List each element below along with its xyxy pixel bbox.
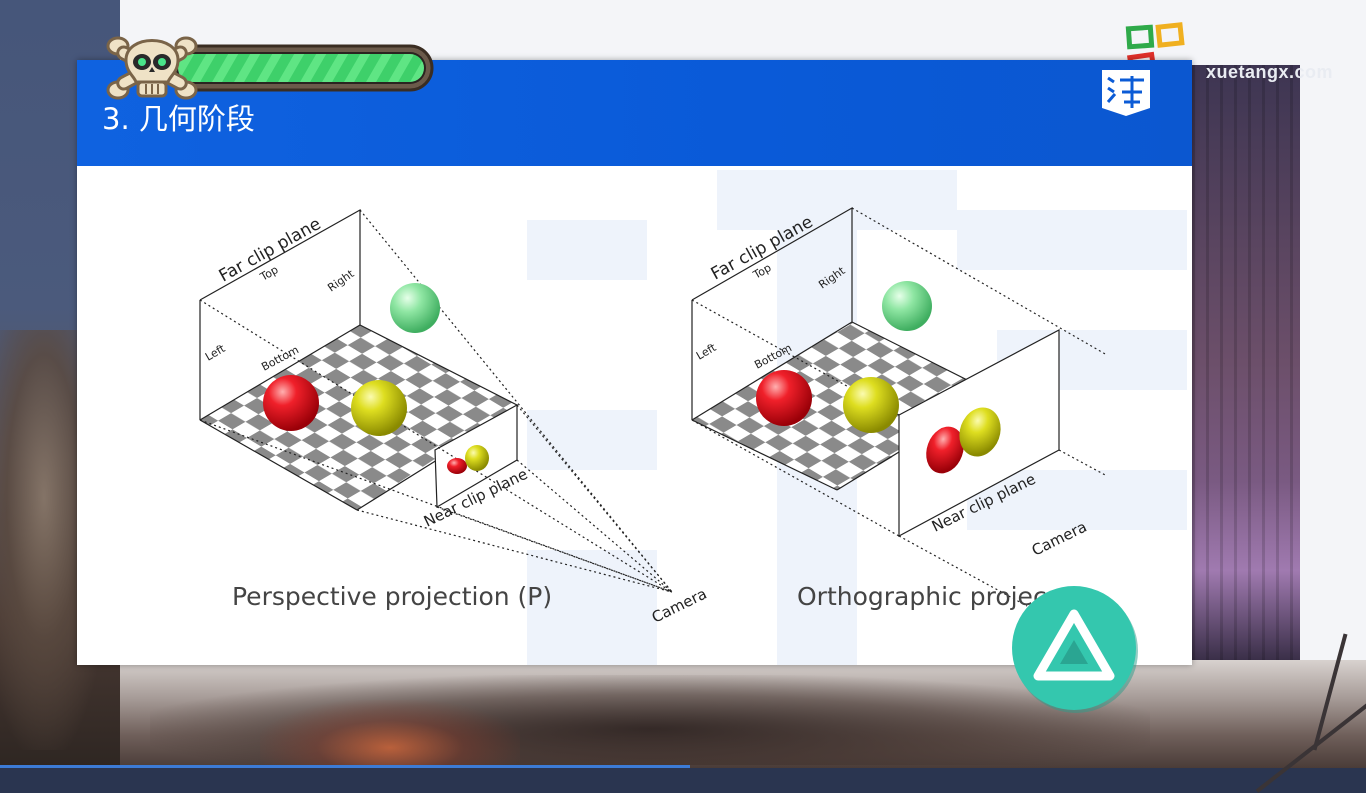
health-bar-fill xyxy=(178,54,424,82)
camera-label: Camera xyxy=(649,585,710,627)
perspective-projection-diagram: Far clip plane Top Right Left Bottom Nea… xyxy=(199,206,1108,627)
green-sphere xyxy=(390,283,440,333)
projected-red-sphere xyxy=(447,458,467,474)
lecture-slide: 3. 几何阶段 xyxy=(77,60,1192,665)
video-progress-line xyxy=(0,765,690,768)
skull-crossbones-icon xyxy=(104,26,200,108)
projected-red-sphere xyxy=(926,426,964,474)
health-bar xyxy=(168,44,434,92)
background-ember-glow xyxy=(260,700,520,768)
red-sphere xyxy=(756,370,812,426)
orthographic-caption: Orthographic projec xyxy=(797,582,1047,611)
right-label: Right xyxy=(816,264,848,292)
xuetangx-site-text: xuetangx.com xyxy=(1206,62,1334,82)
left-label: Left xyxy=(694,341,719,363)
left-label: Left xyxy=(203,342,228,364)
background-right-art xyxy=(1192,65,1300,660)
yellow-sphere xyxy=(843,377,899,433)
camera-label: Camera xyxy=(1029,518,1090,560)
projected-yellow-sphere xyxy=(959,407,1001,457)
triangle-action-button[interactable] xyxy=(1008,582,1140,714)
green-sphere xyxy=(882,281,932,331)
perspective-caption: Perspective projection (P) xyxy=(232,582,553,611)
right-label: Right xyxy=(325,267,357,295)
projected-yellow-sphere xyxy=(465,445,489,471)
yellow-sphere xyxy=(351,380,407,436)
red-sphere xyxy=(263,375,319,431)
xuetangx-badge-icon xyxy=(1100,68,1152,118)
orthographic-projection-diagram: Far clip plane Top Right Left Bottom Nea… xyxy=(691,206,1108,607)
slide-title: 3. 几何阶段 xyxy=(102,102,255,136)
